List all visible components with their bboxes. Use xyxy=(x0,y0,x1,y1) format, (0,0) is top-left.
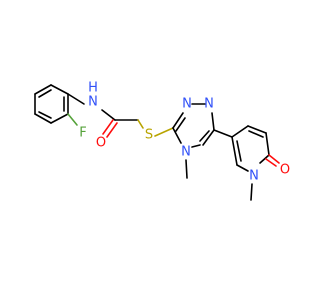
pyridone-n-label: N xyxy=(249,169,259,184)
amide-h-label: H xyxy=(88,81,98,96)
pyridone-carbonyl-a xyxy=(268,154,280,164)
amide-n-label: N xyxy=(88,95,98,110)
fluorophenyl-ring xyxy=(34,84,69,124)
triazole-n1-label: N xyxy=(182,97,192,112)
triazole-n2-label: N xyxy=(204,97,214,112)
carbonyl-double-bond-a xyxy=(102,119,114,135)
aryl-n-bond xyxy=(67,93,85,105)
triazole-pyridone-bond xyxy=(213,129,233,138)
n-carbonyl-bond xyxy=(101,109,116,121)
pyridone-ring xyxy=(231,125,270,172)
pyridone-o-label: O xyxy=(280,163,290,178)
sulfur-label: S xyxy=(145,128,153,143)
pyridone-n-methyl-bond xyxy=(250,183,253,201)
pyridone-carbonyl-b xyxy=(265,158,277,167)
carbonyl-o-label: O xyxy=(96,136,106,151)
c-f-bond xyxy=(67,113,78,126)
triazole-n4-label: N xyxy=(181,145,191,160)
ch2-s-bond xyxy=(137,119,144,129)
carbonyl-double-bond-b xyxy=(106,122,118,138)
molecule-structure: H N O F S N N N N O xyxy=(34,81,290,201)
triazole-ring xyxy=(172,103,215,148)
s-triazole-bond xyxy=(154,127,174,137)
fluorine-label: F xyxy=(79,126,86,141)
n-methyl-bond xyxy=(185,159,188,179)
